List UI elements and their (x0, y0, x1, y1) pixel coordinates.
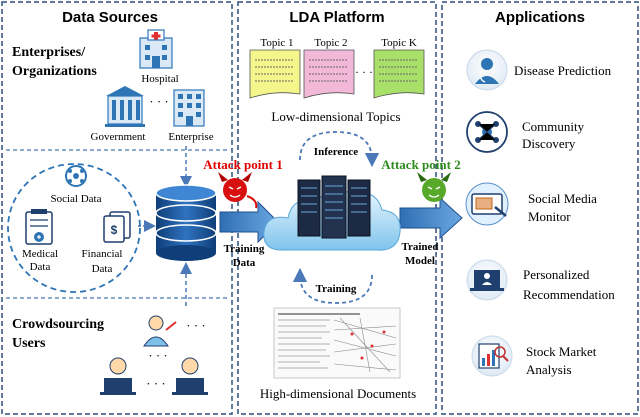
user-with-pen-icon (143, 315, 177, 347)
applications-title: Applications (495, 9, 585, 26)
community-discovery-label-2: Discovery (522, 136, 576, 151)
sources-ellipsis: · · · (149, 94, 169, 109)
topic-2-card (303, 49, 355, 99)
training-data-label-2: Data (233, 257, 256, 269)
high-dimensional-documents-label: High-dimensional Documents (260, 386, 416, 401)
enterprise-label: Enterprise (168, 131, 213, 143)
users-label: Users (12, 336, 46, 351)
personalized-recommendation-icon (466, 259, 508, 301)
hospital-icon (139, 29, 173, 69)
attack-point-1-label: Attack point 1 (203, 157, 282, 172)
training-data-label-1: Training (224, 243, 265, 255)
trained-model-label-1: Trained (401, 241, 438, 253)
social-data-label: Social Data (50, 193, 101, 205)
financial-data-label-1: Financial (82, 248, 123, 260)
topic-1-card (249, 49, 301, 99)
training-label: Training (316, 283, 357, 295)
low-dimensional-topics-label: Low-dimensional Topics (271, 109, 400, 124)
green-devil-icon (417, 172, 451, 202)
hospital-label: Hospital (141, 73, 178, 85)
topic-k-card (373, 49, 425, 99)
community-discovery-icon (466, 111, 508, 153)
organizations-label: Organizations (12, 64, 97, 79)
data-sources-title: Data Sources (62, 9, 158, 26)
user-at-laptop-icon-right (172, 357, 208, 395)
red-devil-icon (218, 172, 258, 209)
social-media-monitor-icon (465, 182, 509, 226)
financial-document-icon: $ (103, 211, 131, 243)
database-icon (155, 184, 217, 261)
trained-model-label-2: Model (405, 255, 435, 267)
cloud-server-icon (263, 175, 401, 251)
users-ellipsis-2: · · · (148, 348, 168, 363)
personal-data-group (7, 163, 141, 293)
inference-label: Inference (314, 146, 359, 158)
users-ellipsis-3: · · · (146, 376, 166, 391)
attack-point-2-label: Attack point 2 (381, 157, 460, 172)
crowdsourcing-label: Crowdsourcing (12, 317, 104, 332)
trained-model-arrow (399, 196, 463, 240)
lda-platform-title: LDA Platform (289, 9, 384, 26)
medical-data-label-1: Medical (22, 248, 58, 260)
topic-1-label: Topic 1 (260, 37, 293, 49)
stock-market-analysis-icon (471, 335, 513, 377)
data-sources-panel (1, 1, 233, 415)
topic-k-label: Topic K (381, 37, 417, 49)
enterprises-label: Enterprises/ (12, 45, 86, 60)
disease-prediction-label: Disease Prediction (514, 63, 612, 78)
enterprise-building-icon (173, 89, 205, 127)
government-label: Government (91, 131, 146, 143)
training-arrow (292, 267, 373, 304)
personalized-recommendation-label-1: Personalized (523, 267, 590, 282)
community-discovery-label-1: Community (522, 119, 585, 134)
stock-market-analysis-label-1: Stock Market (526, 344, 597, 359)
user-at-laptop-icon-left (100, 357, 136, 395)
disease-prediction-icon (466, 49, 508, 91)
users-ellipsis-1: · · · (186, 318, 206, 333)
topics-ellipsis: · · · (355, 65, 373, 79)
social-media-monitor-label-2: Monitor (528, 209, 571, 224)
svg-text:$: $ (111, 223, 118, 237)
medical-data-label-2: Data (30, 261, 51, 273)
social-network-icon (65, 165, 87, 187)
social-media-monitor-label-1: Social Media (528, 191, 597, 206)
medical-record-icon (25, 209, 53, 245)
document-thumbnail (273, 307, 401, 379)
stock-market-analysis-label-2: Analysis (526, 362, 572, 377)
government-building-icon (105, 86, 145, 127)
financial-data-label-2: Data (92, 263, 113, 275)
topic-2-label: Topic 2 (314, 37, 347, 49)
inference-arrow (299, 131, 380, 168)
personalized-recommendation-label-2: Recommendation (523, 287, 615, 302)
